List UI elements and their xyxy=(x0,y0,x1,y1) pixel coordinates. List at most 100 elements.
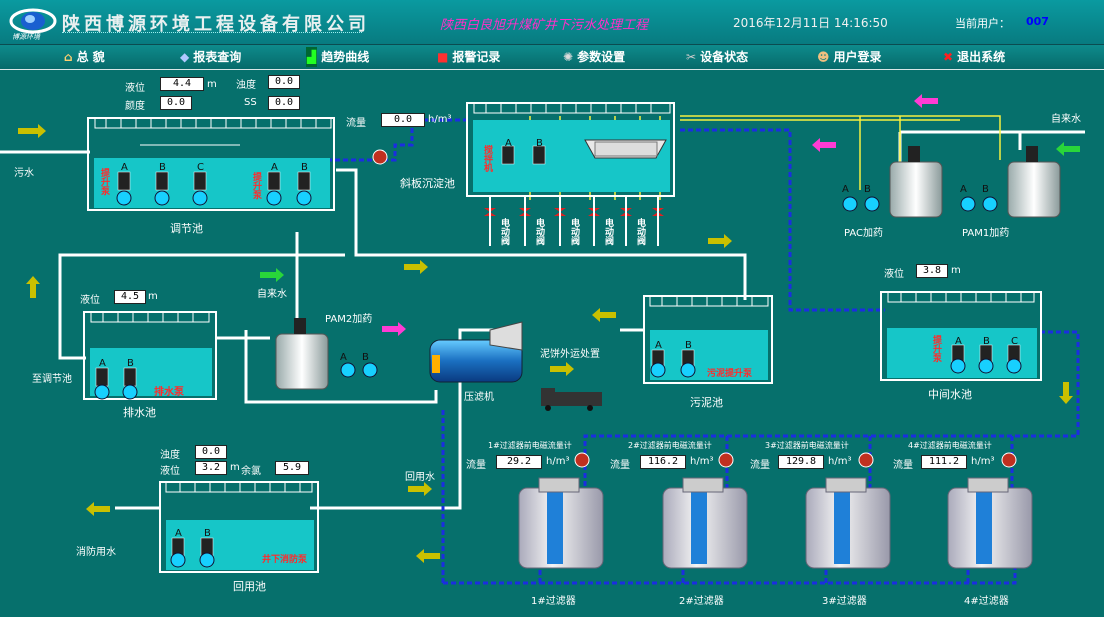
menu-trend[interactable]: ▟趋势曲线 xyxy=(306,47,369,67)
pump-letter: B xyxy=(204,528,211,539)
pump-letter: B xyxy=(982,184,989,195)
tap-water-label-right: 自来水 xyxy=(1051,114,1081,125)
filter-2-flow-unit: h/m³ xyxy=(690,456,714,467)
middle-tank-name: 中间水池 xyxy=(928,388,972,401)
reuse-tank-shape xyxy=(159,481,319,573)
current-user-value: 007 xyxy=(1026,15,1049,28)
regulating-lift-pump-label: 提升泵 xyxy=(99,168,109,195)
filter-1-flow-label: 流量 xyxy=(466,460,486,471)
filter-2-meter-label: 2#过滤器前电磁流量计 xyxy=(628,441,712,450)
flow-meter-inclined xyxy=(372,149,388,165)
datetime: 2016年12月11日 14:16:50 xyxy=(733,16,888,30)
user-icon: ☻ xyxy=(817,50,830,64)
filter-press xyxy=(429,321,523,383)
pam1-dosing-label: PAM1加药 xyxy=(962,228,1010,239)
menu-user-login[interactable]: ☻用户登录 xyxy=(817,47,882,67)
pump-letter: A xyxy=(271,162,278,173)
flow-arrows xyxy=(18,94,1080,563)
menu-overview[interactable]: ⌂总 貌 xyxy=(64,47,105,67)
valve-label: 电动阀 xyxy=(534,218,544,245)
pump-letter: A xyxy=(121,162,128,173)
pumps xyxy=(95,145,1021,557)
pump-letter: A xyxy=(99,358,106,369)
regulating-color-value: 0.0 xyxy=(160,96,192,110)
regulating-level-unit: m xyxy=(207,79,217,90)
pump-letter: A xyxy=(960,184,967,195)
pump-letter: A xyxy=(842,184,849,195)
sludge-tank-name: 污泥池 xyxy=(690,396,723,409)
reuse-level-label: 液位 xyxy=(160,466,180,477)
filter-3-meter-label: 3#过滤器前电磁流量计 xyxy=(765,441,849,450)
menu-bar xyxy=(0,45,1104,70)
filter-4-flow-label: 流量 xyxy=(893,460,913,471)
inclined-flow-label: 流量 xyxy=(346,118,366,129)
project-title: 陕西白良旭升煤矿井下污水处理工程 xyxy=(440,18,649,33)
report-icon: ◆ xyxy=(180,50,190,64)
middle-level-unit: m xyxy=(951,265,961,276)
middle-lift-pump-label: 提升泵 xyxy=(931,335,941,362)
filter-2-flow-label: 流量 xyxy=(610,460,630,471)
inclined-tank-shape xyxy=(466,102,675,197)
pump-letter: A xyxy=(340,352,347,363)
home-icon: ⌂ xyxy=(64,50,73,64)
current-user-label: 当前用户： xyxy=(955,17,1010,30)
reuse-turbidity-label: 浊度 xyxy=(160,450,180,461)
menu-exit[interactable]: ✖退出系统 xyxy=(943,47,1005,67)
pump-letter: A xyxy=(655,340,662,351)
company-logo: 博源环境 xyxy=(8,5,58,41)
regulating-level-value: 4.4 xyxy=(160,77,204,91)
filter-3-flow-label: 流量 xyxy=(750,460,770,471)
sludge-tank-shape xyxy=(643,295,773,384)
exit-icon: ✖ xyxy=(943,50,954,64)
mud-transport-label: 泥饼外运处置 xyxy=(540,349,600,360)
company-name: 陕西博源环境工程设备有限公司 xyxy=(62,14,370,35)
drain-level-value: 4.5 xyxy=(114,290,146,304)
sand-filters xyxy=(518,477,1033,569)
inclined-tank-name: 斜板沉淀池 xyxy=(400,177,455,190)
middle-level-value: 3.8 xyxy=(916,264,948,278)
drain-tank-name: 排水池 xyxy=(123,406,156,419)
pump-letter: B xyxy=(127,358,134,369)
tools-icon: ✂ xyxy=(686,50,697,64)
drain-level-label: 液位 xyxy=(80,295,100,306)
return-water-label: 回用水 xyxy=(405,472,435,483)
filter-3-flow-value: 129.8 xyxy=(778,455,824,469)
pump-letter: B xyxy=(301,162,308,173)
pac-dosing-label: PAC加药 xyxy=(844,228,884,239)
regulating-ss-value: 0.0 xyxy=(268,96,300,110)
regulating-turbidity-label: 浊度 xyxy=(236,80,256,91)
valve-label: 电动阀 xyxy=(603,218,613,245)
company-subtitle-decoration xyxy=(62,32,362,37)
chemical-tanks xyxy=(275,146,1061,390)
pump-letter: B xyxy=(536,138,543,149)
filter-4-flow-value: 111.2 xyxy=(921,455,967,469)
drain-pump-label: 排水泵 xyxy=(154,387,184,398)
reuse-chlorine-value: 5.9 xyxy=(275,461,309,475)
inclined-flow-unit: h/m³ xyxy=(428,114,452,125)
menu-device-status[interactable]: ✂设备状态 xyxy=(686,47,748,67)
pump-letter: A xyxy=(505,138,512,149)
pump-letter: B xyxy=(983,336,990,347)
alarm-icon: ■ xyxy=(437,50,449,64)
title-bar xyxy=(0,0,1104,45)
electric-valves xyxy=(484,208,664,216)
filter-press-label: 压滤机 xyxy=(464,392,494,403)
filter-2-flow-value: 116.2 xyxy=(640,455,686,469)
regulating-color-label: 颜度 xyxy=(125,101,145,112)
filter-flow-meters xyxy=(574,452,1017,468)
menu-report[interactable]: ◆报表查询 xyxy=(180,47,241,67)
mixer-label: 搅拌机 xyxy=(482,145,492,172)
reuse-tank-name: 回用池 xyxy=(233,580,266,593)
reuse-chlorine-label: 余氯 xyxy=(241,466,261,477)
menu-settings[interactable]: ✺参数设置 xyxy=(563,47,625,67)
fire-water-label: 消防用水 xyxy=(76,547,116,558)
process-diagram xyxy=(0,94,1085,585)
drain-level-unit: m xyxy=(148,291,158,302)
pam2-dosing-label: PAM2加药 xyxy=(325,314,373,325)
menu-alarm[interactable]: ■报警记录 xyxy=(437,47,500,67)
filter-1-flow-value: 29.2 xyxy=(496,455,542,469)
tap-water-label: 自来水 xyxy=(257,289,287,300)
valve-stems xyxy=(489,196,659,246)
middle-level-label: 液位 xyxy=(884,269,904,280)
pump-letter: B xyxy=(362,352,369,363)
